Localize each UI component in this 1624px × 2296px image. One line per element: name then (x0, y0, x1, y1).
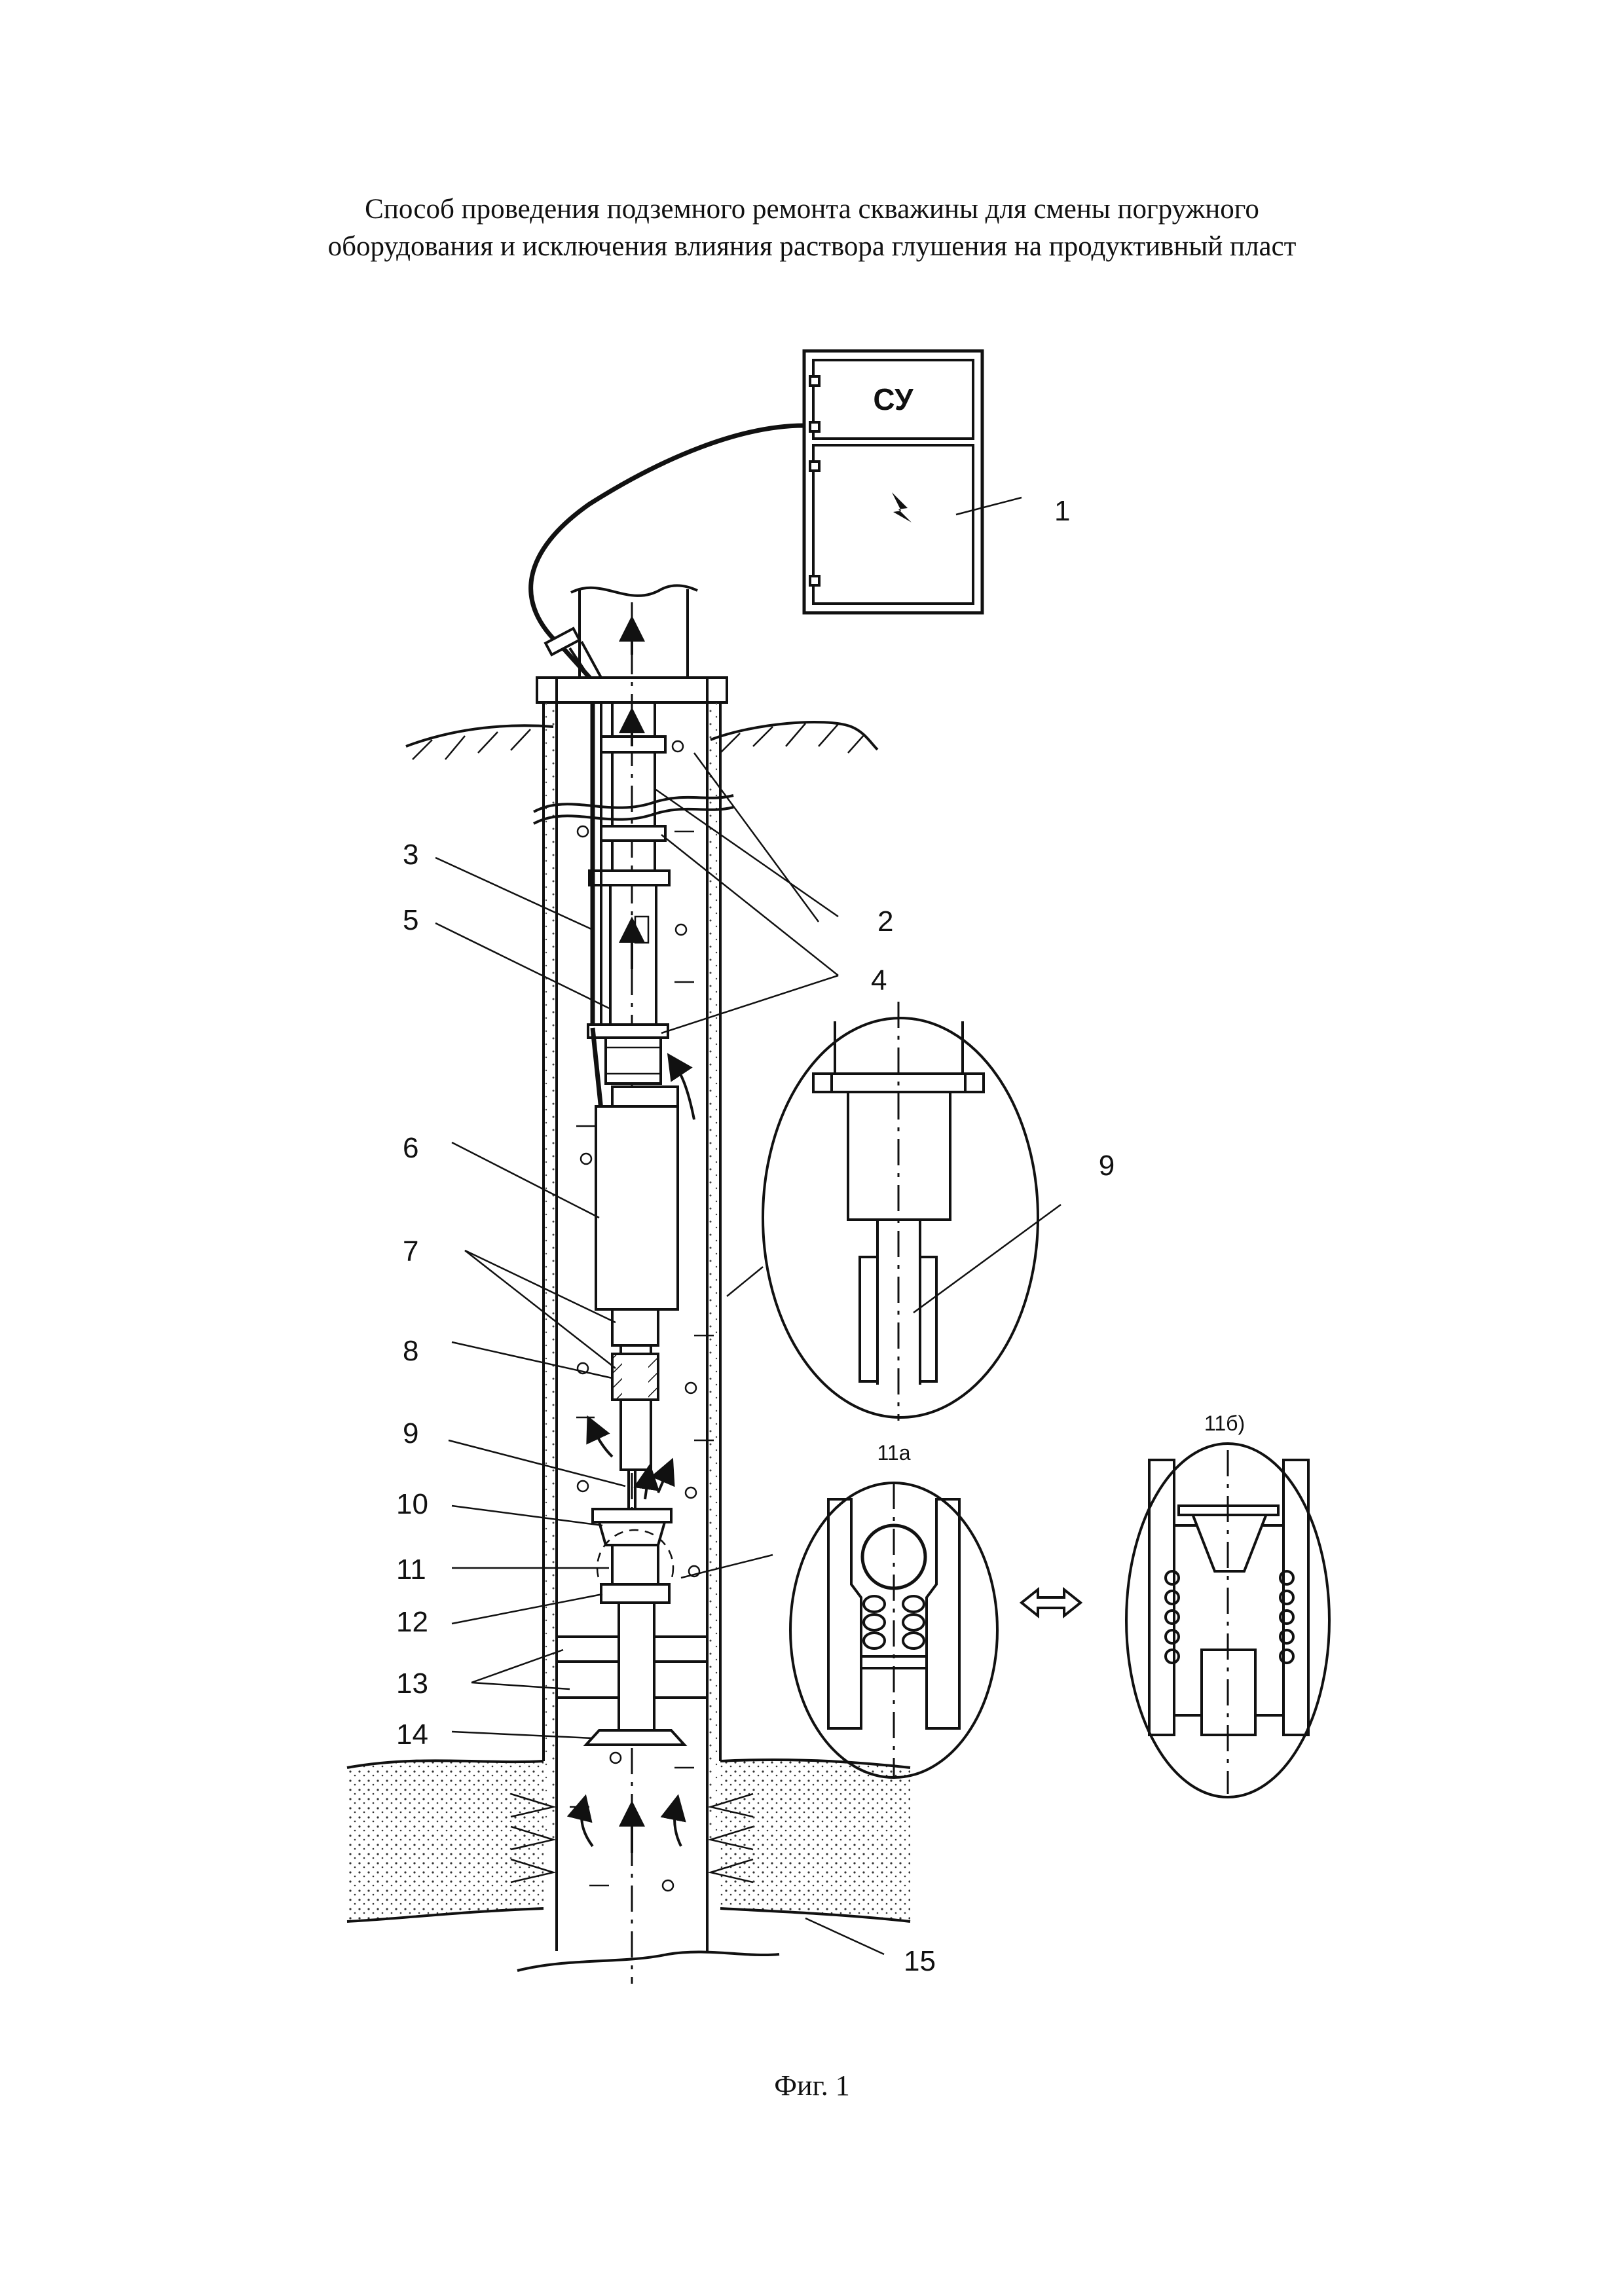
callout-3: 3 (403, 839, 418, 871)
detail-11b: 11б) (1125, 1412, 1331, 1798)
cable-gland (544, 627, 602, 679)
callout-15: 15 (904, 1945, 936, 1977)
bottom-break-line (517, 1950, 780, 1972)
ground-surface (405, 720, 879, 760)
callout-6: 6 (403, 1132, 418, 1164)
packer (555, 1635, 709, 1699)
productive-formation (346, 1758, 911, 1923)
callout-14: 14 (396, 1719, 428, 1751)
zoom-detail-9: 9 (762, 1002, 1115, 1421)
flow-arrow (667, 1053, 695, 1120)
annulus-fluid (570, 740, 714, 1892)
callout-13: 13 (396, 1667, 428, 1700)
callout-2: 2 (877, 905, 893, 938)
leader-lines (435, 752, 885, 1956)
detail-11b-label: 11б) (1204, 1412, 1245, 1435)
title-line-2: оборудования и исключения влияния раство… (327, 231, 1297, 262)
cable-in-well (590, 702, 602, 1028)
double-arrow-icon (1019, 1586, 1083, 1619)
zoom-label-9: 9 (1099, 1150, 1115, 1182)
valve-assembly (591, 1508, 674, 1732)
pump-housing (587, 885, 669, 1085)
protector (611, 1308, 659, 1471)
bottom-cone (583, 1729, 688, 1746)
title-line-1: Способ проведения подземного ремонта скв… (365, 194, 1259, 225)
callout-4: 4 (871, 964, 887, 996)
callout-11: 11 (396, 1554, 426, 1586)
callout-numbers: 1 2 3 4 5 6 7 8 9 10 11 12 13 14 15 (396, 495, 1070, 1977)
callout-9: 9 (403, 1417, 418, 1449)
figure-caption: Фиг. 1 (774, 2069, 850, 2102)
callout-7: 7 (403, 1235, 418, 1267)
detail-11a: 11а (789, 1441, 999, 1779)
break-line (533, 794, 734, 825)
callout-5: 5 (403, 904, 418, 936)
callout-8: 8 (403, 1335, 418, 1367)
power-cable (528, 423, 805, 683)
callout-1: 1 (1054, 495, 1070, 527)
control-cabinet: СУ (802, 349, 1022, 615)
flow-arrows (566, 1415, 686, 1853)
tubing-string (588, 615, 671, 886)
callout-10: 10 (396, 1488, 428, 1520)
detail-11a-label: 11а (877, 1441, 910, 1465)
lightning-icon (892, 492, 912, 522)
control-unit-label: СУ (873, 382, 914, 416)
callout-12: 12 (396, 1606, 428, 1638)
tubing-top (570, 584, 698, 678)
casing (542, 702, 722, 1951)
